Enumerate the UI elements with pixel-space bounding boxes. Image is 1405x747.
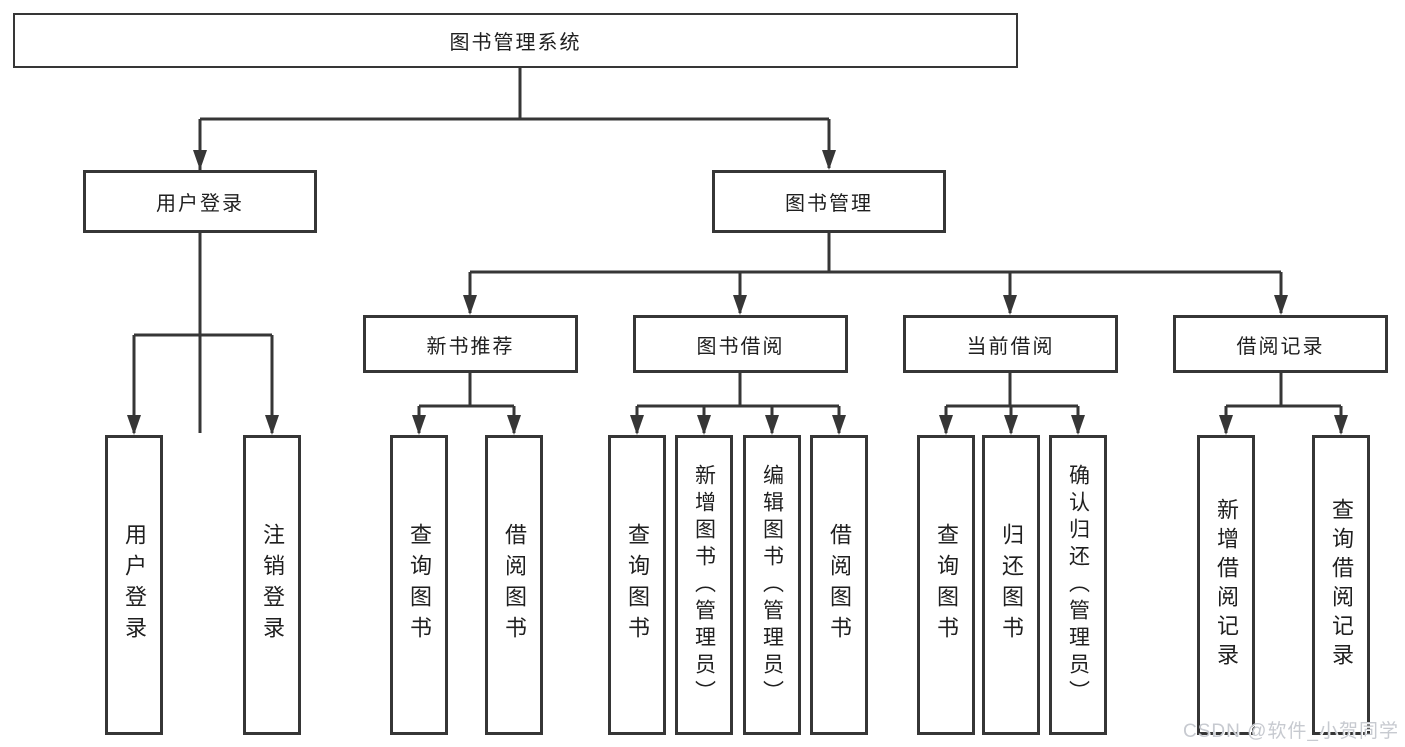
leaf-bb-query-books: 查询图书 (608, 435, 666, 735)
node-user-login: 用户登录 (83, 170, 317, 233)
node-new-book-recommend: 新书推荐 (363, 315, 578, 373)
leaf-cb-return-books: 归还图书 (982, 435, 1040, 735)
leaf-cb-confirm-return-admin-label: 确认归还（管理员） (1066, 463, 1090, 707)
leaf-bb-add-books-admin-label: 新增图书（管理员） (692, 463, 716, 707)
node-borrowing-records: 借阅记录 (1173, 315, 1388, 373)
leaf-nbr-borrow-books-label: 借阅图书 (502, 523, 527, 647)
leaf-logout: 注销登录 (243, 435, 301, 735)
leaf-br-query-record: 查询借阅记录 (1312, 435, 1370, 735)
leaf-bb-edit-books-admin-label: 编辑图书（管理员） (760, 463, 784, 707)
leaf-logout-label: 注销登录 (260, 523, 285, 647)
leaf-user-login-label: 用户登录 (122, 523, 147, 647)
node-borrowing-records-label: 借阅记录 (1236, 335, 1325, 358)
node-book-management-label: 图书管理 (785, 193, 873, 215)
node-user-login-label: 用户登录 (156, 193, 244, 215)
leaf-bb-edit-books-admin: 编辑图书（管理员） (743, 435, 801, 735)
node-book-borrowing-label: 图书借阅 (696, 335, 785, 358)
leaf-cb-confirm-return-admin: 确认归还（管理员） (1049, 435, 1107, 735)
watermark: CSDN @软件_小贺同学 (1183, 721, 1399, 742)
leaf-nbr-query-books: 查询图书 (390, 435, 448, 735)
leaf-bb-borrow-books-label: 借阅图书 (827, 523, 852, 647)
leaf-cb-return-books-label: 归还图书 (999, 523, 1024, 647)
node-root: 图书管理系统 (13, 13, 1018, 68)
leaf-user-login: 用户登录 (105, 435, 163, 735)
node-book-borrowing: 图书借阅 (633, 315, 848, 373)
node-current-borrowing-label: 当前借阅 (966, 335, 1055, 358)
leaf-nbr-query-books-label: 查询图书 (407, 523, 432, 647)
node-root-label: 图书管理系统 (449, 32, 582, 54)
leaf-bb-add-books-admin: 新增图书（管理员） (675, 435, 733, 735)
leaf-cb-query-books: 查询图书 (917, 435, 975, 735)
leaf-br-add-record-label: 新增借阅记录 (1214, 498, 1239, 672)
leaf-nbr-borrow-books: 借阅图书 (485, 435, 543, 735)
node-current-borrowing: 当前借阅 (903, 315, 1118, 373)
leaf-br-query-record-label: 查询借阅记录 (1329, 498, 1354, 672)
leaf-br-add-record: 新增借阅记录 (1197, 435, 1255, 735)
node-book-management: 图书管理 (712, 170, 946, 233)
leaf-cb-query-books-label: 查询图书 (934, 523, 959, 647)
leaf-bb-query-books-label: 查询图书 (625, 523, 650, 647)
node-new-book-recommend-label: 新书推荐 (426, 335, 515, 358)
leaf-bb-borrow-books: 借阅图书 (810, 435, 868, 735)
